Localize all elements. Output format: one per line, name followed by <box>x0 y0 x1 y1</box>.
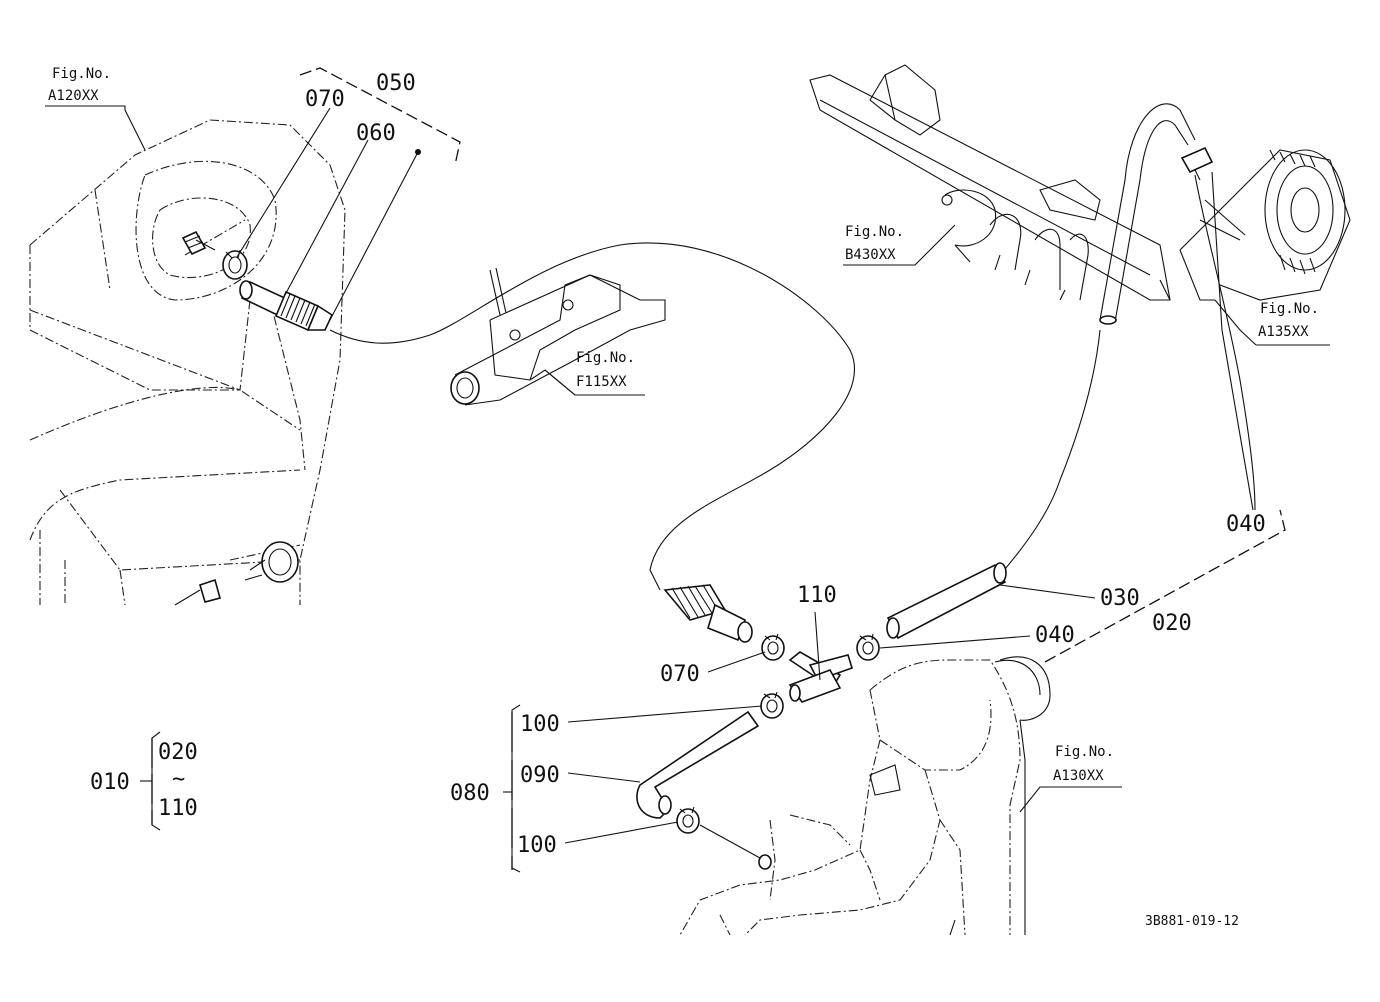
lower-left-fitting <box>174 541 299 606</box>
actuator-part <box>1179 149 1351 301</box>
bracket-050 <box>299 67 461 166</box>
drawing-code: 3B881-019-12 <box>1145 914 1239 929</box>
callout-060: 060 <box>356 121 396 146</box>
tee-joint <box>788 651 853 703</box>
callout-030: 030 <box>1100 586 1140 611</box>
svg-text:A120XX: A120XX <box>48 88 99 104</box>
callout-050: 050 <box>376 71 416 96</box>
svg-text:Fig.No.: Fig.No. <box>845 224 904 240</box>
callout-100-lower: 100 <box>517 833 557 858</box>
group-range-symbol: ~ <box>172 767 185 792</box>
tank-outline-left <box>29 119 346 606</box>
clamp-070-upper <box>222 249 248 280</box>
callout-040-upper: 040 <box>1226 512 1266 537</box>
bracket-010 <box>140 731 161 831</box>
callout-070-lower: 070 <box>660 662 700 687</box>
callout-100-upper: 100 <box>520 712 560 737</box>
svg-text:Fig.No.: Fig.No. <box>52 66 111 82</box>
fig-ref-a130: Fig.No. A130XX <box>1053 744 1122 788</box>
clamp-100-upper <box>760 691 784 719</box>
clamp-040-lower <box>856 633 880 661</box>
group-parent: 010 <box>90 770 130 795</box>
svg-text:Fig.No.: Fig.No. <box>1055 744 1114 760</box>
left-fitting <box>181 230 216 256</box>
group-to: 110 <box>158 796 198 821</box>
fig-ref-b430: Fig.No. B430XX <box>843 224 915 266</box>
assembly-group-label: 010 020 ~ 110 <box>90 740 198 821</box>
svg-text:A135XX: A135XX <box>1258 324 1309 340</box>
svg-text:Fig.No.: Fig.No. <box>576 350 635 366</box>
clamp-100-lower <box>676 806 700 834</box>
callout-020: 020 <box>1152 611 1192 636</box>
hose-upper <box>1099 103 1214 325</box>
group-from: 020 <box>158 740 198 765</box>
sleeve-lower <box>663 584 753 643</box>
callout-080: 080 <box>450 781 490 806</box>
bracket-part <box>450 267 666 406</box>
upper-frame-part <box>809 64 1171 301</box>
part-callouts: 050 070 060 040 110 030 020 040 070 100 … <box>305 71 1266 858</box>
bracket-020 <box>1044 509 1286 663</box>
callout-040-lower: 040 <box>1035 623 1075 648</box>
tank-outline-lower <box>679 656 1051 936</box>
hose-090 <box>636 710 760 819</box>
callout-070-upper: 070 <box>305 87 345 112</box>
bracket-080 <box>503 704 521 873</box>
fig-ref-a135: Fig.No. A135XX <box>1256 301 1330 346</box>
figure-references: Fig.No. A120XX Fig.No. F115XX Fig.No. B4… <box>45 66 1330 788</box>
svg-text:F115XX: F115XX <box>576 374 627 390</box>
svg-text:Fig.No.: Fig.No. <box>1260 301 1319 317</box>
fig-ref-a120: Fig.No. A120XX <box>45 66 126 110</box>
hose-030 <box>886 562 1007 640</box>
clamp-070-lower <box>761 633 785 661</box>
leader-lines <box>124 107 1257 844</box>
callout-090: 090 <box>520 763 560 788</box>
vent-line <box>329 174 1256 591</box>
sleeve-060 <box>274 290 334 332</box>
svg-text:A130XX: A130XX <box>1053 768 1104 784</box>
callout-110: 110 <box>797 583 837 608</box>
svg-text:B430XX: B430XX <box>845 247 896 263</box>
fig-ref-f115: Fig.No. F115XX <box>544 350 645 396</box>
